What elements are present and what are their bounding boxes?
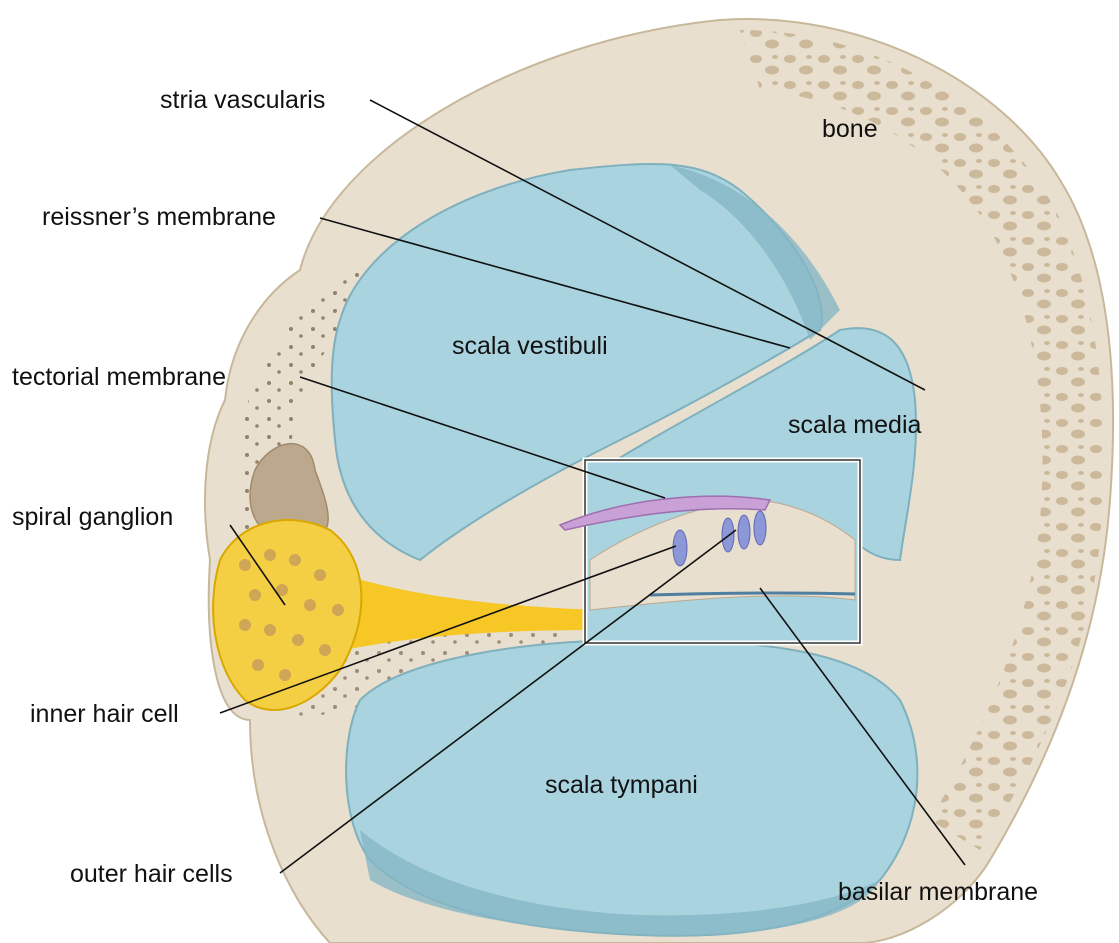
label-spiral-ganglion: spiral ganglion <box>12 505 173 530</box>
label-tectorial-membrane: tectorial membrane <box>12 365 226 390</box>
label-scala-media: scala media <box>788 413 921 438</box>
label-inner-hair-cell: inner hair cell <box>30 702 179 727</box>
label-outer-hair-cells: outer hair cells <box>70 862 233 887</box>
label-bone: bone <box>822 117 878 142</box>
label-stria-vascularis: stria vascularis <box>160 88 325 113</box>
label-scala-vestibuli: scala vestibuli <box>452 334 608 359</box>
label-basilar-membrane: basilar membrane <box>838 880 1038 905</box>
label-reissners-membrane: reissner’s membrane <box>42 205 276 230</box>
label-scala-tympani: scala tympani <box>545 773 698 798</box>
